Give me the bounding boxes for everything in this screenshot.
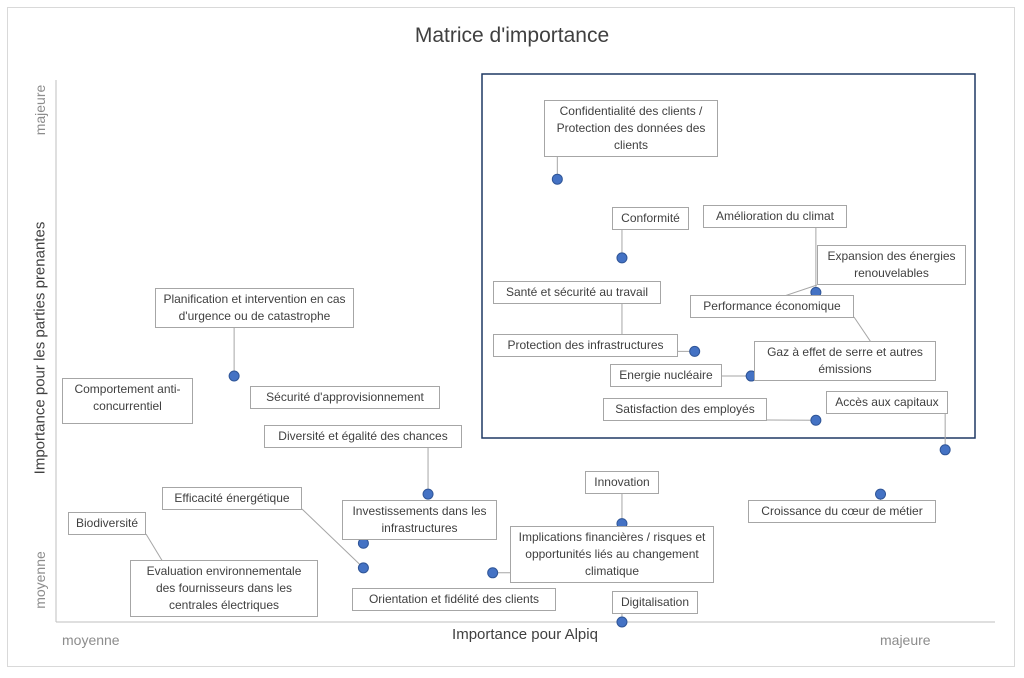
data-label: Energie nucléaire	[610, 364, 722, 387]
data-label: Conformité	[612, 207, 689, 230]
data-point	[551, 173, 563, 185]
data-point	[357, 562, 369, 574]
data-label: Planification et intervention en cas d'u…	[155, 288, 354, 328]
data-point	[689, 345, 701, 357]
data-label: Diversité et égalité des chances	[264, 425, 462, 448]
data-label: Expansion des énergies renouvelables	[817, 245, 966, 285]
data-label: Santé et sécurité au travail	[493, 281, 661, 304]
data-label: Satisfaction des employés	[603, 398, 767, 421]
data-label: Implications financières / risques et op…	[510, 526, 714, 583]
data-label: Protection des infrastructures	[493, 334, 678, 357]
chart-frame	[7, 7, 1015, 667]
data-label: Biodiversité	[68, 512, 146, 535]
data-point	[939, 444, 951, 456]
data-label: Accès aux capitaux	[826, 391, 948, 414]
data-label: Innovation	[585, 471, 659, 494]
chart-title: Matrice d'importance	[414, 24, 610, 47]
x-tick-high: majeure	[880, 632, 931, 648]
data-label: Investissements dans les infrastructures	[342, 500, 497, 540]
leader-line	[301, 508, 364, 569]
data-point	[487, 567, 499, 579]
data-label: Confidentialité des clients / Protection…	[544, 100, 718, 157]
data-point	[875, 488, 887, 500]
x-axis-label: Importance pour Alpiq	[452, 626, 598, 643]
y-tick-high: majeure	[32, 84, 48, 136]
data-label: Digitalisation	[612, 591, 698, 614]
data-label: Evaluation environnementale des fourniss…	[130, 560, 318, 617]
data-label: Gaz à effet de serre et autres émissions	[754, 341, 936, 381]
data-point	[616, 252, 628, 264]
x-tick-low: moyenne	[62, 632, 120, 648]
y-axis-label: Importance pour les parties prenantes	[31, 221, 49, 475]
y-tick-low: moyenne	[32, 551, 48, 609]
data-label: Croissance du cœur de métier	[748, 500, 936, 523]
data-point	[810, 414, 822, 426]
data-label: Efficacité énergétique	[162, 487, 302, 510]
data-label: Comportement anti-concurrentiel	[62, 378, 193, 424]
data-label: Amélioration du climat	[703, 205, 847, 228]
data-point	[616, 616, 628, 628]
data-label: Sécurité d'approvisionnement	[250, 386, 440, 409]
highlight-box	[481, 73, 976, 439]
data-point	[422, 488, 434, 500]
data-label: Performance économique	[690, 295, 854, 318]
data-label: Orientation et fidélité des clients	[352, 588, 556, 611]
data-point	[228, 370, 240, 382]
